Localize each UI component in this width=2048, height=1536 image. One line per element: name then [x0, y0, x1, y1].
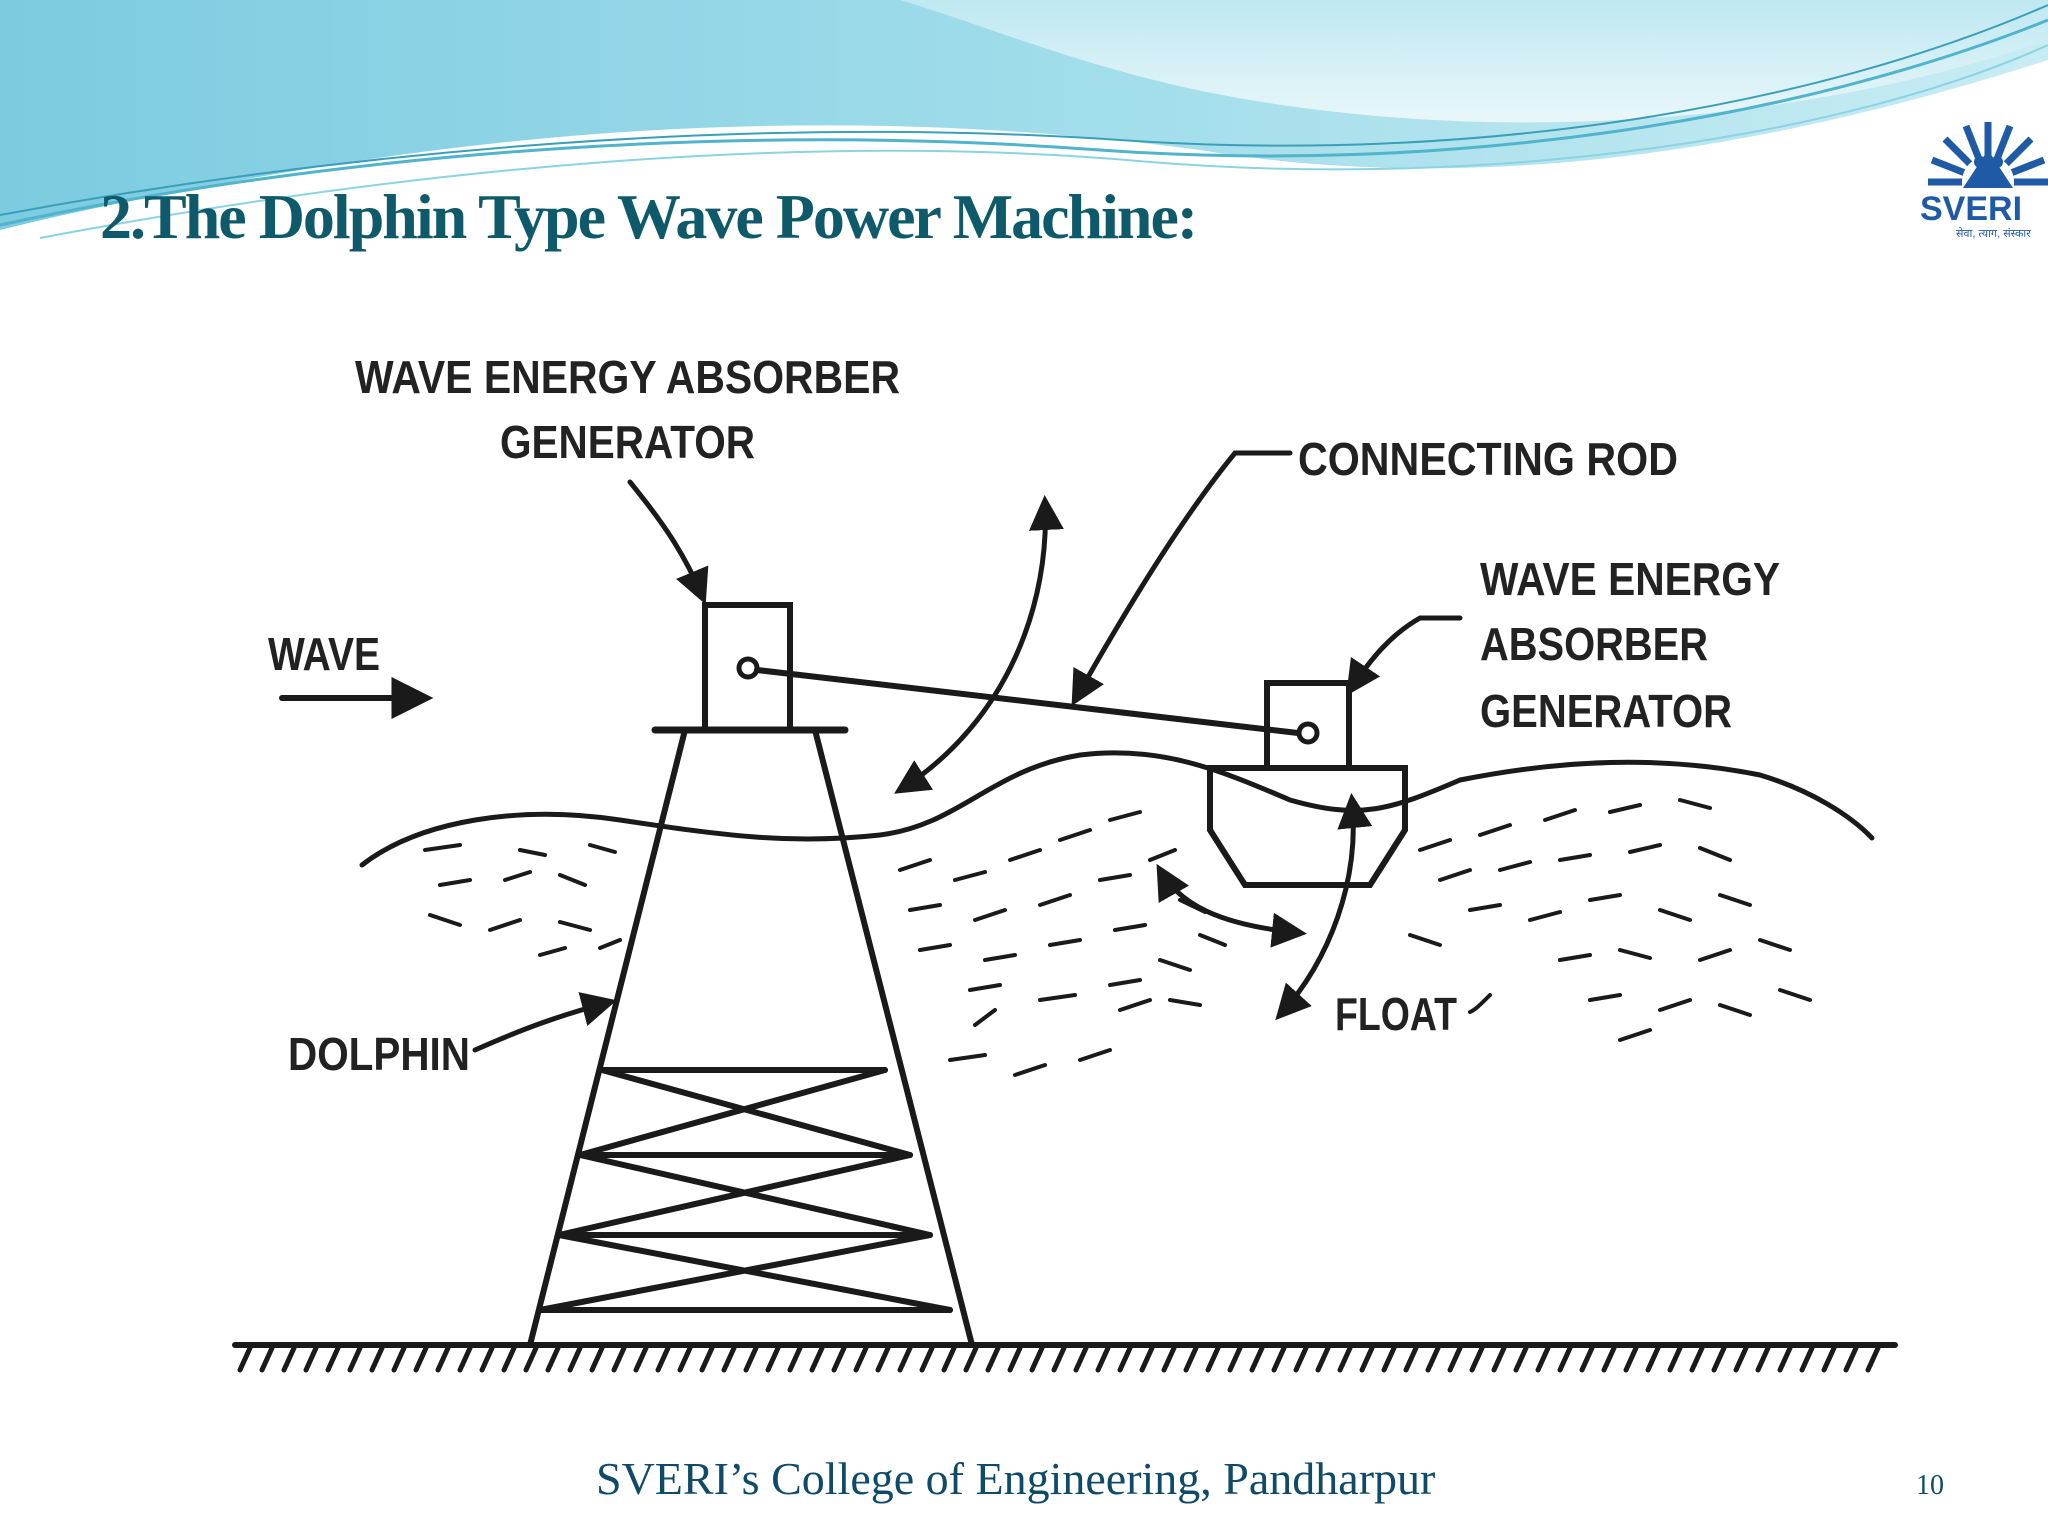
float-pointer — [1468, 993, 1492, 1014]
absorber-left-pointer — [627, 479, 709, 605]
left-generator-box — [702, 602, 793, 733]
label-absorber-right-line2: ABSORBER — [1480, 618, 1708, 670]
footer-college-name: SVERI’s College of Engineering, Pandharp… — [596, 1453, 1436, 1504]
logo-tagline: सेवा, त्याग, संस्कार — [1956, 227, 2031, 240]
label-absorber-right-line1: WAVE ENERGY — [1480, 553, 1780, 605]
label-wave: WAVE — [268, 628, 380, 680]
right-pivot — [1296, 721, 1320, 745]
label-absorber-left-line1: WAVE ENERGY ABSORBER — [355, 351, 900, 403]
label-connecting-rod: CONNECTING ROD — [1298, 433, 1678, 485]
dolphin-leg-left — [527, 727, 688, 1348]
logo-text: SVERI — [1920, 190, 2022, 228]
label-absorber-left-line2: GENERATOR — [500, 416, 755, 468]
float-swing-arrow — [1156, 863, 1307, 948]
page-number: 10 — [1916, 1470, 1944, 1501]
dolphin-bracing — [537, 1067, 953, 1313]
label-float: FLOAT — [1335, 988, 1457, 1040]
header-wave-banner — [0, 0, 2048, 239]
sveri-logo: SVERI सेवा, त्याग, संस्कार — [1918, 100, 2048, 260]
label-dolphin: DOLPHIN — [288, 1028, 470, 1080]
float-vertical-arrow — [1275, 793, 1373, 1021]
absorber-right-pointer — [1346, 615, 1463, 696]
dolphin-leg-right — [812, 727, 975, 1348]
logo-emblem-icon: SVERI सेवा, त्याग, संस्कार — [1918, 100, 2048, 260]
right-generator-box — [1264, 680, 1352, 771]
rod-swing-arrow — [894, 495, 1064, 794]
connecting-rod-pointer — [1071, 450, 1293, 707]
float-hull — [1207, 765, 1408, 888]
connecting-rod — [754, 667, 1301, 736]
left-pivot — [736, 656, 760, 680]
seabed-hatching — [237, 1345, 1881, 1373]
dolphin-pointer — [472, 992, 617, 1053]
sea-surface-line — [359, 750, 1875, 868]
slide-title: 2.The Dolphin Type Wave Power Machine: — [100, 181, 1198, 252]
label-absorber-right-line3: GENERATOR — [1480, 685, 1732, 737]
